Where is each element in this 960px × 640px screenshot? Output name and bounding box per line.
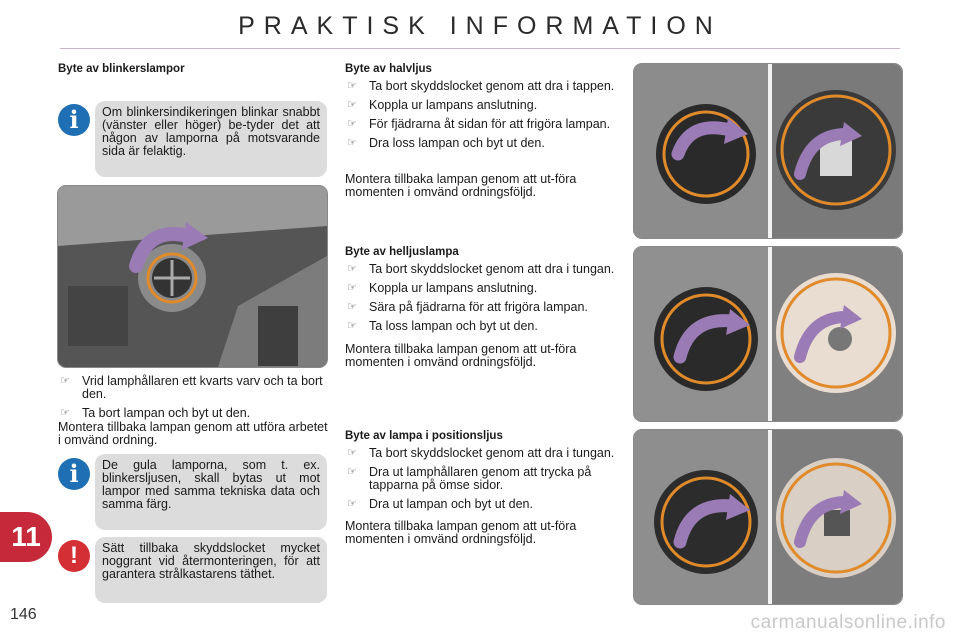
list-item: ☞Sära på fjädrarna för att frigöra lampa… [347, 300, 588, 314]
low-beam-steps: ☞Ta bort skyddslocket genom att dra i ta… [345, 80, 617, 156]
pointing-hand-icon: ☞ [60, 407, 70, 419]
photo-high-beam [633, 246, 903, 422]
pointing-hand-icon: ☞ [347, 466, 357, 478]
info-icon: i [58, 458, 90, 490]
section-title-turn-signal: Byte av blinkerslampor [58, 63, 185, 75]
section-title-high-beam: Byte av helljuslampa [345, 246, 459, 258]
info-box-turn-signal: Om blinkersindikeringen blinkar snabbt (… [95, 101, 327, 177]
list-item: ☞För fjädrarna åt sidan för att frigöra … [347, 117, 611, 131]
list-item: ☞Ta bort skyddslocket genom att dra i tu… [347, 262, 615, 276]
info-box-yellow-bulbs: De gula lamporna, som t. ex. blinkerslju… [95, 454, 327, 530]
pointing-hand-icon: ☞ [347, 498, 357, 510]
header-divider [60, 48, 900, 49]
info-icon: i [58, 104, 90, 136]
list-item: ☞Dra ut lamphållaren genom att trycka på… [347, 465, 592, 492]
pointing-hand-icon: ☞ [347, 263, 357, 275]
photo-low-beam [633, 63, 903, 239]
pointing-hand-icon: ☞ [347, 99, 357, 111]
pointing-hand-icon: ☞ [60, 375, 70, 387]
turn-signal-reassemble: Montera tillbaka lampan genom att utföra… [58, 420, 328, 447]
section-title-position-light: Byte av lampa i positionsljus [345, 430, 503, 442]
turn-signal-steps: ☞Vrid lamphållaren ett kvarts varv och t… [58, 375, 328, 426]
warning-box: Sätt tillbaka skyddslocket mycket noggra… [95, 537, 327, 603]
list-item: ☞Vrid lamphållaren ett kvarts varv och t… [60, 374, 323, 401]
page-number: 146 [10, 606, 37, 623]
pointing-hand-icon: ☞ [347, 80, 357, 92]
high-beam-reassemble: Montera tillbaka lampan genom att ut-för… [345, 342, 577, 369]
photo-position-light [633, 429, 903, 605]
pointing-hand-icon: ☞ [347, 301, 357, 313]
section-title-low-beam: Byte av halvljus [345, 63, 432, 75]
exclamation-icon: ! [58, 540, 90, 572]
chapter-tab: 11 [0, 512, 52, 562]
list-item: ☞Koppla ur lampans anslutning. [347, 98, 538, 112]
high-beam-steps: ☞Ta bort skyddslocket genom att dra i tu… [345, 263, 617, 339]
position-light-steps: ☞Ta bort skyddslocket genom att dra i tu… [345, 447, 617, 517]
list-item: ☞Ta bort skyddslocket genom att dra i ta… [347, 79, 615, 93]
list-item: ☞Ta bort lampan och byt ut den. [60, 406, 251, 420]
pointing-hand-icon: ☞ [347, 137, 357, 149]
list-item: ☞Dra ut lampan och byt ut den. [347, 497, 533, 511]
list-item: ☞Ta bort skyddslocket genom att dra i tu… [347, 446, 615, 460]
pointing-hand-icon: ☞ [347, 282, 357, 294]
pointing-hand-icon: ☞ [347, 320, 357, 332]
list-item: ☞Koppla ur lampans anslutning. [347, 281, 538, 295]
pointing-hand-icon: ☞ [347, 447, 357, 459]
pointing-hand-icon: ☞ [347, 118, 357, 130]
page-header-title: PRAKTISK INFORMATION [238, 12, 722, 40]
watermark: carmanualsonline.info [750, 612, 946, 633]
low-beam-reassemble: Montera tillbaka lampan genom att ut-för… [345, 172, 577, 199]
list-item: ☞Ta loss lampan och byt ut den. [347, 319, 538, 333]
photo-turn-signal-bulb [57, 185, 328, 368]
list-item: ☞Dra loss lampan och byt ut den. [347, 136, 545, 150]
position-light-reassemble: Montera tillbaka lampan genom att ut-för… [345, 519, 577, 546]
